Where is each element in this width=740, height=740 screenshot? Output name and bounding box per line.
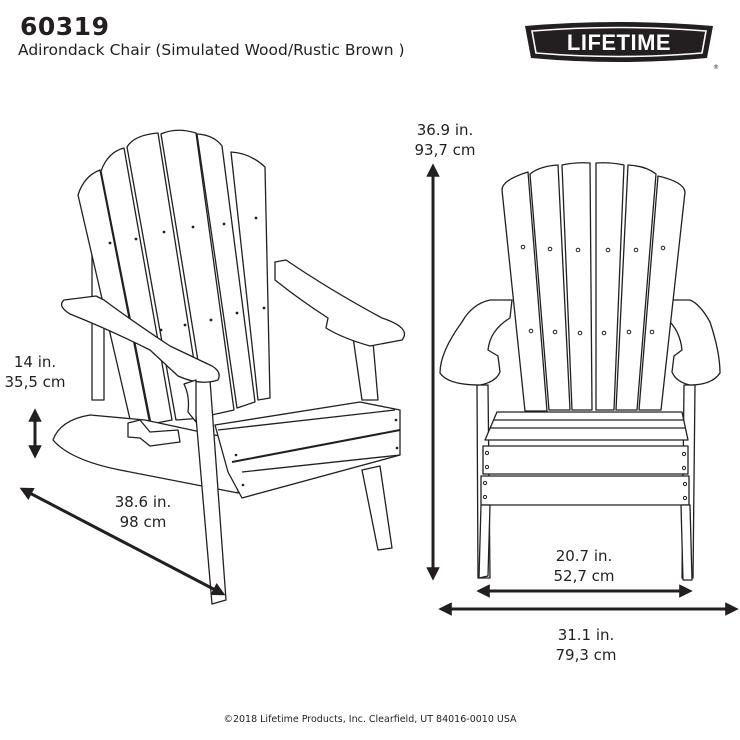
height-metric: 93,7 cm: [414, 141, 476, 159]
side-view-chair: [52, 129, 406, 605]
depth-imperial: 38.6 in.: [114, 493, 172, 511]
registered-mark: ®: [713, 64, 719, 71]
seat-height-metric: 35,5 cm: [4, 373, 66, 391]
overall-width-imperial: 31.1 in.: [557, 626, 615, 644]
front-view-chair: [439, 162, 721, 581]
model-number: 60319: [20, 12, 110, 41]
seat-height-label: 14 in. 35,5 cm: [4, 352, 66, 392]
overall-width-label: 31.1 in. 79,3 cm: [547, 625, 625, 665]
seat-width-imperial: 20.7 in.: [555, 547, 613, 565]
seat-height-imperial: 14 in.: [13, 353, 57, 371]
height-label: 36.9 in. 93,7 cm: [409, 120, 481, 160]
depth-arrow: [19, 487, 226, 596]
depth-metric: 98 cm: [119, 513, 167, 531]
height-imperial: 36.9 in.: [416, 121, 474, 139]
depth-label: 38.6 in. 98 cm: [105, 492, 181, 532]
copyright-footer: ©2018 Lifetime Products, Inc. Clearfield…: [223, 714, 517, 725]
lifetime-logo: LIFETIME: [521, 20, 717, 64]
product-name: Adirondack Chair (Simulated Wood/Rustic …: [18, 41, 405, 59]
seat-width-metric: 52,7 cm: [553, 567, 615, 585]
overall-width-metric: 79,3 cm: [555, 646, 617, 664]
seat-width-label: 20.7 in. 52,7 cm: [545, 546, 623, 586]
logo-text: LIFETIME: [567, 30, 671, 55]
